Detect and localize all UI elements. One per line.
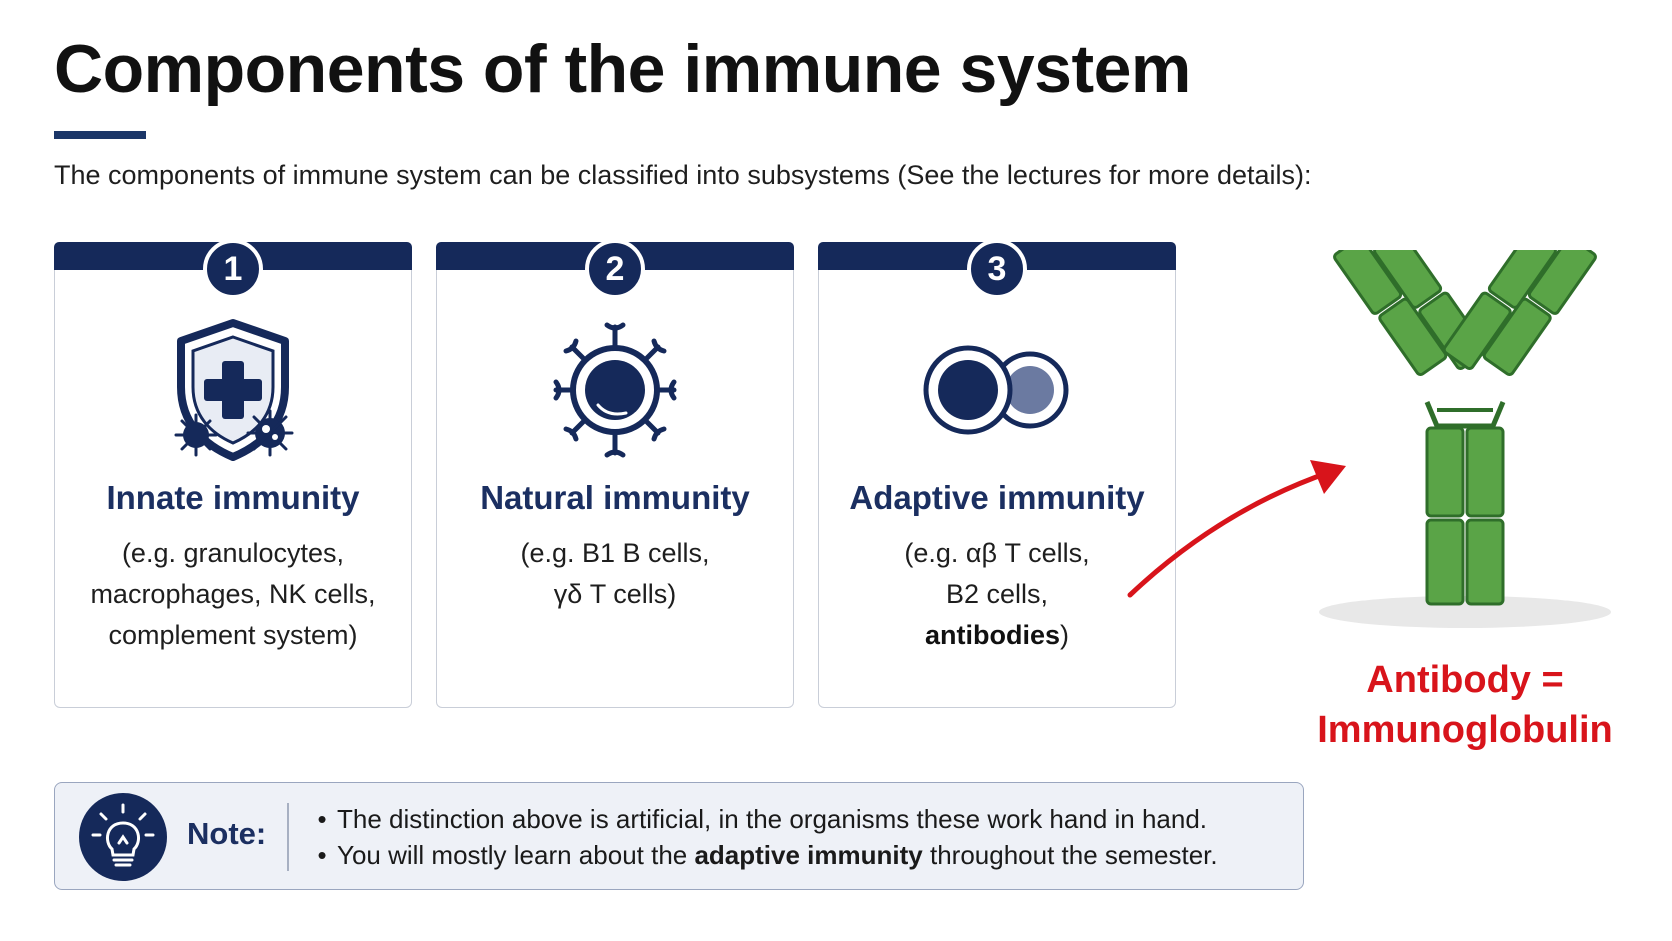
note-item-text: throughout the semester. bbox=[922, 840, 1218, 870]
card-title: Innate immunity bbox=[106, 479, 360, 516]
antibody-label-line: Immunoglobulin bbox=[1317, 709, 1613, 751]
note-item: • The distinction above is artificial, in… bbox=[307, 801, 1218, 837]
card-innate-immunity: 1 Innate immunity (e.g. granulocytes, ma… bbox=[54, 239, 412, 708]
card-title: Natural immunity bbox=[480, 479, 750, 516]
lightbulb-icon bbox=[79, 793, 167, 881]
card-adaptive-immunity: 3 Adaptive immunity (e.g. αβ T cells, B2… bbox=[818, 239, 1176, 708]
card-number-badge: 3 bbox=[967, 239, 1027, 299]
card-description-line: antibodies) bbox=[819, 615, 1175, 656]
card-description-line: B2 cells, bbox=[945, 579, 1049, 609]
closing-paren: ) bbox=[1060, 620, 1069, 650]
note-item-text: You will mostly learn about the bbox=[337, 840, 695, 870]
card-title: Adaptive immunity bbox=[849, 479, 1145, 516]
lymphocyte-icon bbox=[553, 322, 677, 458]
card-description-line: macrophages, NK cells, bbox=[90, 579, 376, 609]
title-underline bbox=[54, 131, 146, 139]
card-description-line: (e.g. αβ T cells, bbox=[904, 538, 1090, 568]
note-box: Note: • The distinction above is artifici… bbox=[54, 782, 1304, 890]
antibody-label: Antibody = Immunoglobulin bbox=[1295, 655, 1635, 755]
cell-pair-icon bbox=[923, 345, 1069, 435]
card-description-line: complement system) bbox=[108, 620, 358, 650]
note-label: Note: bbox=[187, 816, 267, 851]
pointer-arrow-icon bbox=[1127, 460, 1346, 598]
card-natural-immunity: 2 Natural immunity (e.g. B1 B cells, γδ … bbox=[436, 239, 794, 708]
card-description-line: (e.g. granulocytes, bbox=[121, 538, 345, 568]
card-description: (e.g. αβ T cells, B2 cells, antibodies) bbox=[819, 533, 1175, 656]
note-list: • The distinction above is artificial, in… bbox=[307, 801, 1218, 873]
adaptive-immunity-emphasis: adaptive immunity bbox=[694, 840, 923, 870]
card-description-line: γδ T cells) bbox=[553, 579, 677, 609]
note-divider bbox=[287, 803, 289, 871]
shield-cross-icon bbox=[174, 319, 294, 461]
note-item: • You will mostly learn about the adaptiv… bbox=[307, 837, 1218, 873]
card-number-badge: 2 bbox=[585, 239, 645, 299]
antibody-label-line: Antibody = bbox=[1366, 659, 1564, 701]
page-title: Components of the immune system bbox=[54, 31, 1191, 107]
bullet-marker: • bbox=[317, 804, 327, 834]
note-item-text: The distinction above is artificial, in … bbox=[337, 804, 1208, 834]
card-description: (e.g. B1 B cells, γδ T cells) bbox=[437, 533, 793, 615]
antibody-icon bbox=[1319, 250, 1611, 628]
bullet-marker: • bbox=[317, 840, 327, 870]
card-description-line: (e.g. B1 B cells, bbox=[520, 538, 710, 568]
page-subtitle: The components of immune system can be c… bbox=[54, 160, 1312, 190]
antibodies-emphasis: antibodies bbox=[924, 620, 1060, 650]
card-number-badge: 1 bbox=[203, 239, 263, 299]
card-description: (e.g. granulocytes, macrophages, NK cell… bbox=[55, 533, 411, 656]
